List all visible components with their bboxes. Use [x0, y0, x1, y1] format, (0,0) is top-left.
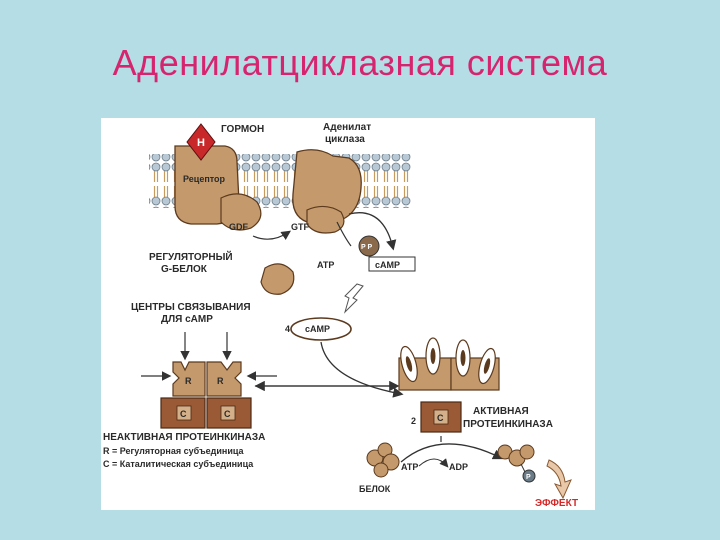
camp-mid-label: cAMP	[305, 324, 330, 334]
c-label-left: C	[180, 409, 187, 419]
c-label-active: C	[437, 413, 444, 423]
gdp-label: GDF	[229, 222, 249, 232]
hormone-diamond-icon	[186, 123, 216, 161]
effect-arrow-icon	[546, 459, 572, 500]
phosphate-label: P	[526, 474, 531, 481]
c-label-right: C	[224, 409, 231, 419]
phosphate-circle	[522, 469, 536, 483]
legend-r: R = Регуляторная субъединица	[103, 446, 244, 456]
camp-top-label: cAMP	[375, 260, 400, 270]
cyclase-label-line2: циклаза	[325, 134, 365, 145]
camp-count: 4	[285, 324, 290, 334]
effect-label: ЭФФЕКТ	[535, 498, 578, 509]
adenylate-cyclase-protein	[292, 149, 362, 223]
cyclase-label-line1: Аденилат	[323, 122, 371, 133]
adp-label: ADP	[449, 462, 468, 472]
g-protein-cyclase-bound	[306, 205, 345, 234]
g-protein-label-line2: G-БЕЛОК	[161, 264, 208, 275]
hormone-letter: H	[197, 137, 205, 149]
protein-label: БЕЛОК	[359, 484, 391, 494]
slide-title: Аденилатциклазная система	[112, 42, 608, 83]
active-kinase-label-line1: АКТИВНАЯ	[473, 406, 529, 417]
adenylate-cyclase-diagram: Рецептор H ГОРМОН Аденилат циклаза GDF G…	[101, 118, 595, 510]
gtp-label: GTF	[291, 222, 309, 232]
g-protein-receptor-bound	[220, 193, 262, 231]
substrate-protein-icon	[366, 442, 400, 478]
atp-top-label: ATP	[317, 260, 334, 270]
g-protein-label-line1: РЕГУЛЯТОРНЫЙ	[149, 250, 233, 263]
signal-arrow-icon	[343, 283, 364, 314]
binding-sites-label-line2: ДЛЯ cAMP	[161, 314, 213, 325]
r-label-left: R	[185, 376, 192, 386]
receptor-label: Рецептор	[183, 174, 226, 184]
phosphoprotein-icon	[497, 444, 535, 467]
inactive-r-subunit-left	[172, 361, 206, 397]
binding-sites-label-line1: ЦЕНТРЫ СВЯЗЫВАНИЯ	[131, 302, 251, 313]
active-r-camp-complex	[398, 337, 500, 391]
active-count: 2	[411, 416, 416, 426]
pyrophosphate-circle	[358, 235, 380, 257]
inactive-kinase-label: НЕАКТИВНАЯ ПРОТЕИНКИНАЗА	[103, 432, 265, 443]
camp-oval	[290, 317, 352, 341]
hormone-label: ГОРМОН	[221, 124, 264, 135]
inactive-r-subunit-right	[206, 361, 242, 397]
g-protein-free	[260, 263, 295, 295]
legend-c: C = Каталитическая субъединица	[103, 459, 254, 469]
r-label-right: R	[217, 376, 224, 386]
pyrophosphate-label: P P	[361, 244, 372, 251]
atp-bottom-label: ATP	[401, 462, 418, 472]
active-kinase-label-line2: ПРОТЕИНКИНАЗА	[463, 419, 553, 430]
